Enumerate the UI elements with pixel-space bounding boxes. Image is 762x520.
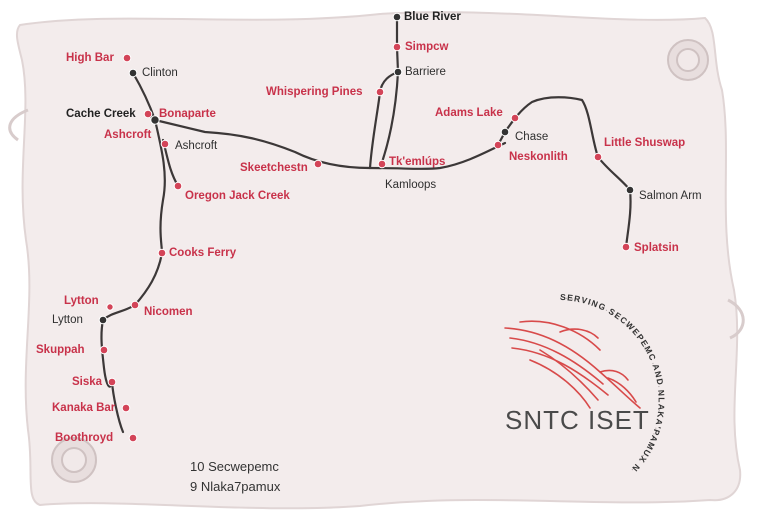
dot-splatsin[interactable] [621,242,631,252]
label-oregon-jack-creek: Oregon Jack Creek [185,190,290,202]
dot-skuppah[interactable] [99,345,109,355]
label-ashcroft-town: Ashcroft [175,140,218,152]
label-whispering-pines: Whispering Pines [266,86,363,98]
dot-cache-creek[interactable] [150,115,160,125]
dot-simpcw[interactable] [392,42,402,52]
label-skuppah: Skuppah [36,344,85,356]
label-cooks-ferry: Cooks Ferry [169,247,237,259]
logo-wordmark: SNTC ISET [505,405,650,435]
scroll-edge-right [727,298,745,340]
dot-barriere[interactable] [393,67,403,77]
label-cache-creek: Cache Creek [66,108,136,120]
dot-bonaparte[interactable] [143,109,153,119]
dot-cooks-ferry[interactable] [157,248,167,258]
dot-lytton-town[interactable] [98,315,108,325]
label-boothroyd: Boothroyd [55,432,114,444]
dot-nicomen[interactable] [130,300,140,310]
dot-skeetchestn[interactable] [313,159,323,169]
dot-blue-river[interactable] [392,12,402,22]
label-splatsin: Splatsin [634,242,679,254]
road-chase-salmon-arm [503,96,632,249]
dot-clinton[interactable] [128,68,138,78]
label-skeetchestn: Skeetchestn [240,162,308,174]
dot-chase[interactable] [500,127,510,137]
dot-neskonlith[interactable] [493,140,503,150]
label-kamloops: Kamloops [385,179,437,191]
dot-whispering-pines[interactable] [375,87,385,97]
dot-salmon-arm[interactable] [625,185,635,195]
parchment-background [15,11,742,510]
scroll-edge-left [8,108,29,142]
label-kanaka-bar: Kanaka Bar [52,402,116,414]
legend-nlaka-count: 9 Nlaka7pamux [190,479,281,494]
dot-adams-lake[interactable] [510,113,520,123]
dot-high-bar[interactable] [122,53,132,63]
label-siska: Siska [72,376,103,388]
label-nicomen: Nicomen [144,306,193,318]
road-kamloops-barriere-2 [378,70,400,170]
scroll-curl-bottom-left [51,437,97,483]
label-high-bar: High Bar [66,52,114,64]
legend-secwepemc-count: 10 Secwepemc [190,459,279,474]
label-neskonlith: Neskonlith [509,151,568,163]
dot-ashcroft-nation[interactable] [160,139,170,149]
dot-oregon-jack-creek[interactable] [173,181,183,191]
label-clinton: Clinton [142,67,178,79]
label-lytton-nation: Lytton [64,295,99,307]
label-little-shuswap: Little Shuswap [604,137,686,149]
label-chase: Chase [515,131,549,143]
dot-little-shuswap[interactable] [593,152,603,162]
label-tkemlups: Tk'emlúps [389,156,446,168]
label-simpcw: Simpcw [405,41,449,53]
dot-lytton-nation[interactable] [106,303,114,311]
sntc-logo-emblem [504,297,661,473]
label-blue-river: Blue River [404,11,461,23]
label-lytton-town: Lytton [52,314,83,326]
dot-kanaka-bar[interactable] [121,403,131,413]
label-ashcroft-nation: Ashcroft [104,129,152,141]
label-adams-lake: Adams Lake [435,107,503,119]
scroll-curl-top-right [667,39,709,81]
dot-boothroyd[interactable] [128,433,138,443]
label-salmon-arm: Salmon Arm [639,190,702,202]
label-barriere: Barriere [405,66,446,78]
dot-tkemlups[interactable] [377,159,387,169]
feather-bird-icon [504,320,641,409]
dot-siska[interactable] [107,377,117,387]
label-bonaparte: Bonaparte [159,108,216,120]
